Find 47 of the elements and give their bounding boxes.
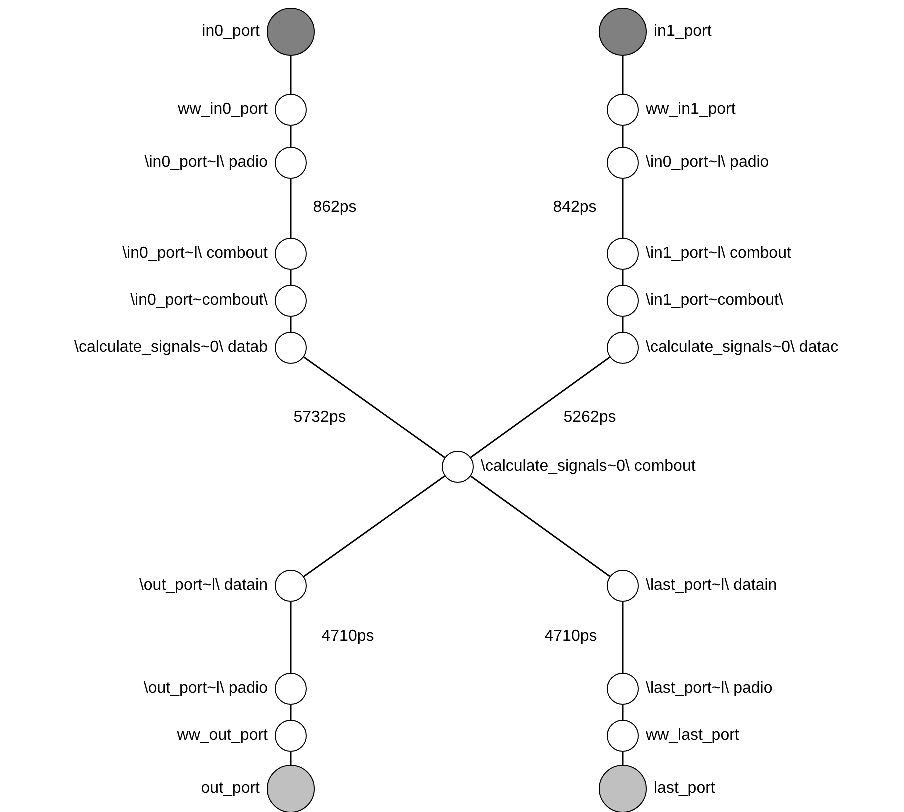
connector-line	[470, 476, 610, 578]
node-label: ww_in0_port	[178, 102, 268, 118]
node-label: \in0_port~l\ combout	[122, 246, 268, 262]
node-label: \in1_port~combout\	[646, 293, 784, 309]
connector-line	[290, 56, 292, 94]
connector-line	[622, 56, 624, 94]
connector-line	[622, 752, 624, 765]
connector-line	[622, 126, 624, 147]
node-label: out_port	[201, 781, 260, 797]
node-label: \in1_port~l\ combout	[646, 246, 792, 262]
edge-label: 842ps	[553, 200, 597, 216]
edge-label: 5262ps	[564, 410, 616, 426]
node-label: \in0_port~l\ padio	[646, 155, 770, 171]
node-label: in0_port	[202, 24, 260, 40]
node-label: \out_port~l\ datain	[139, 578, 268, 594]
connector-line	[622, 705, 624, 720]
node-label: \last_port~l\ padio	[646, 681, 773, 697]
edge-label: 4710ps	[544, 629, 598, 645]
connector-line	[470, 356, 610, 458]
edge-label: 862ps	[313, 200, 357, 216]
connector-line	[290, 705, 292, 720]
connector-line	[290, 126, 292, 147]
connector-line	[290, 752, 292, 765]
connector-line	[290, 317, 292, 332]
connector-line	[290, 179, 292, 238]
node-label: ww_out_port	[177, 728, 268, 744]
connector-line	[622, 179, 624, 238]
node-label: ww_in1_port	[646, 102, 736, 118]
node-label: \in0_port~l\ padio	[144, 155, 268, 171]
node-label: last_port	[654, 781, 716, 797]
edge-label: 5732ps	[294, 410, 346, 426]
connector-line	[290, 270, 292, 285]
node-label: \last_port~l\ datain	[646, 578, 778, 594]
connector-line	[304, 356, 446, 458]
connector-line	[622, 602, 624, 673]
node-label: \calculate_signals~0\ datac	[646, 340, 839, 356]
node-label: in1_port	[654, 24, 712, 40]
node-label: \calculate_signals~0\ combout	[481, 459, 696, 475]
node-label: \out_port~l\ padio	[144, 681, 268, 697]
connector-line	[304, 476, 446, 578]
node-label: ww_last_port	[646, 728, 740, 744]
connector-line	[622, 317, 624, 332]
connector-line	[622, 270, 624, 285]
edge-label: 4710ps	[322, 629, 374, 645]
node-label: \calculate_signals~0\ datab	[74, 340, 268, 356]
connector-line	[290, 602, 292, 673]
node-label: \in0_port~combout\	[130, 293, 268, 309]
